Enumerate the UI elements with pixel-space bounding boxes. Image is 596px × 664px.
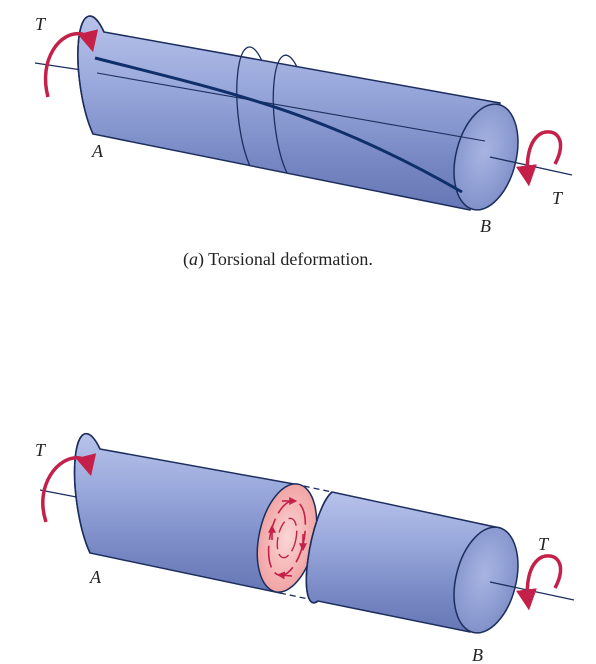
torque-label-left-a: T [35, 14, 47, 34]
torque-label-right-b: T [538, 534, 550, 554]
torque-label-left-b: T [35, 440, 47, 460]
caption-a: (a) Torsional deformation. [183, 249, 373, 270]
torque-arrow-right-a [516, 130, 563, 187]
shear-ring-inner [276, 517, 298, 559]
dashed-connector-top [293, 483, 333, 493]
caption-letter: a [189, 249, 198, 269]
figure-b: T T A B [35, 432, 575, 664]
shaft-right-end-a [453, 103, 519, 211]
torque-arrow-right-b [516, 554, 563, 611]
caption-prefix: ( [183, 249, 189, 270]
ring-line-1-a [236, 46, 263, 167]
end-label-a-b: A [89, 567, 102, 587]
torque-arrow-left-b [41, 453, 97, 523]
end-label-a-a: A [91, 141, 104, 161]
end-label-b-a: B [480, 216, 491, 236]
torque-label-right-a: T [552, 188, 564, 208]
end-label-b-b: B [472, 645, 483, 664]
twist-line-a [94, 56, 463, 194]
ring-line-2-a [272, 54, 298, 174]
shear-arrow-bottom [276, 571, 293, 580]
shaft-right-segment-near-end [305, 491, 333, 604]
centerline-a [96, 72, 486, 142]
caption-text: ) Torsional deformation. [198, 249, 373, 270]
figure-a: T T A B (a) Torsional deformation. [34, 14, 573, 270]
torque-arrow-left-a [43, 29, 99, 98]
